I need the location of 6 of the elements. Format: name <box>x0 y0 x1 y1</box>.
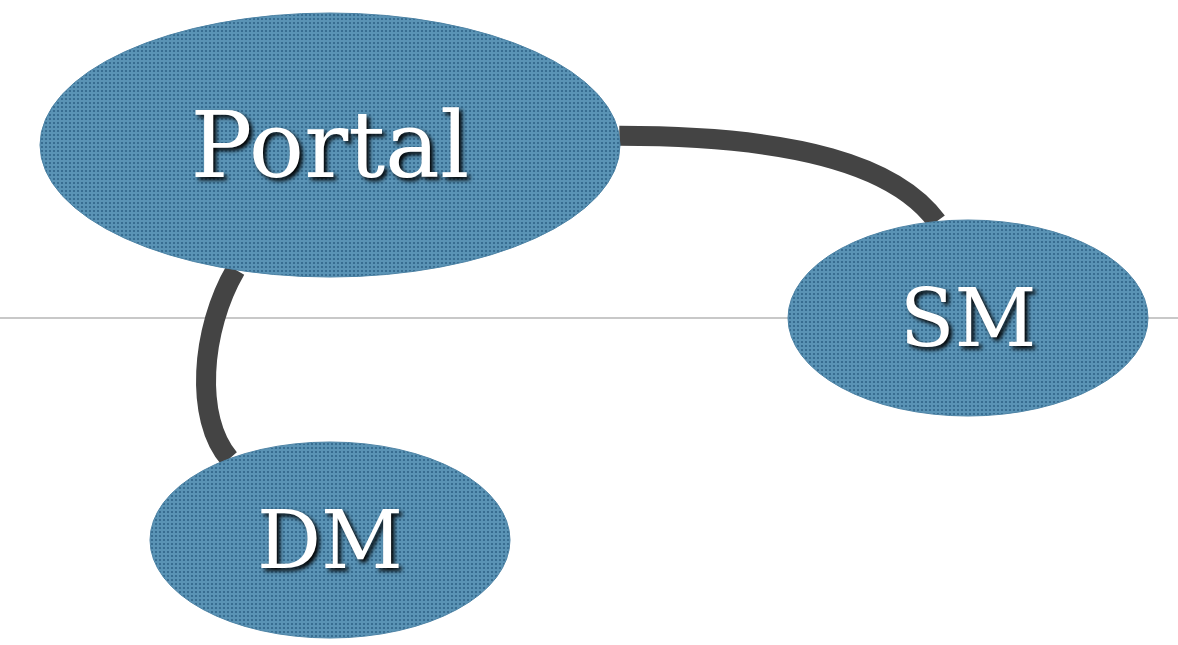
ellipse-node <box>788 220 1148 416</box>
node-label: Portal <box>190 91 470 199</box>
ellipse-node <box>40 13 620 277</box>
node-label: SM <box>899 271 1037 365</box>
node-label: DM <box>256 493 404 587</box>
ellipse-node <box>150 442 510 638</box>
